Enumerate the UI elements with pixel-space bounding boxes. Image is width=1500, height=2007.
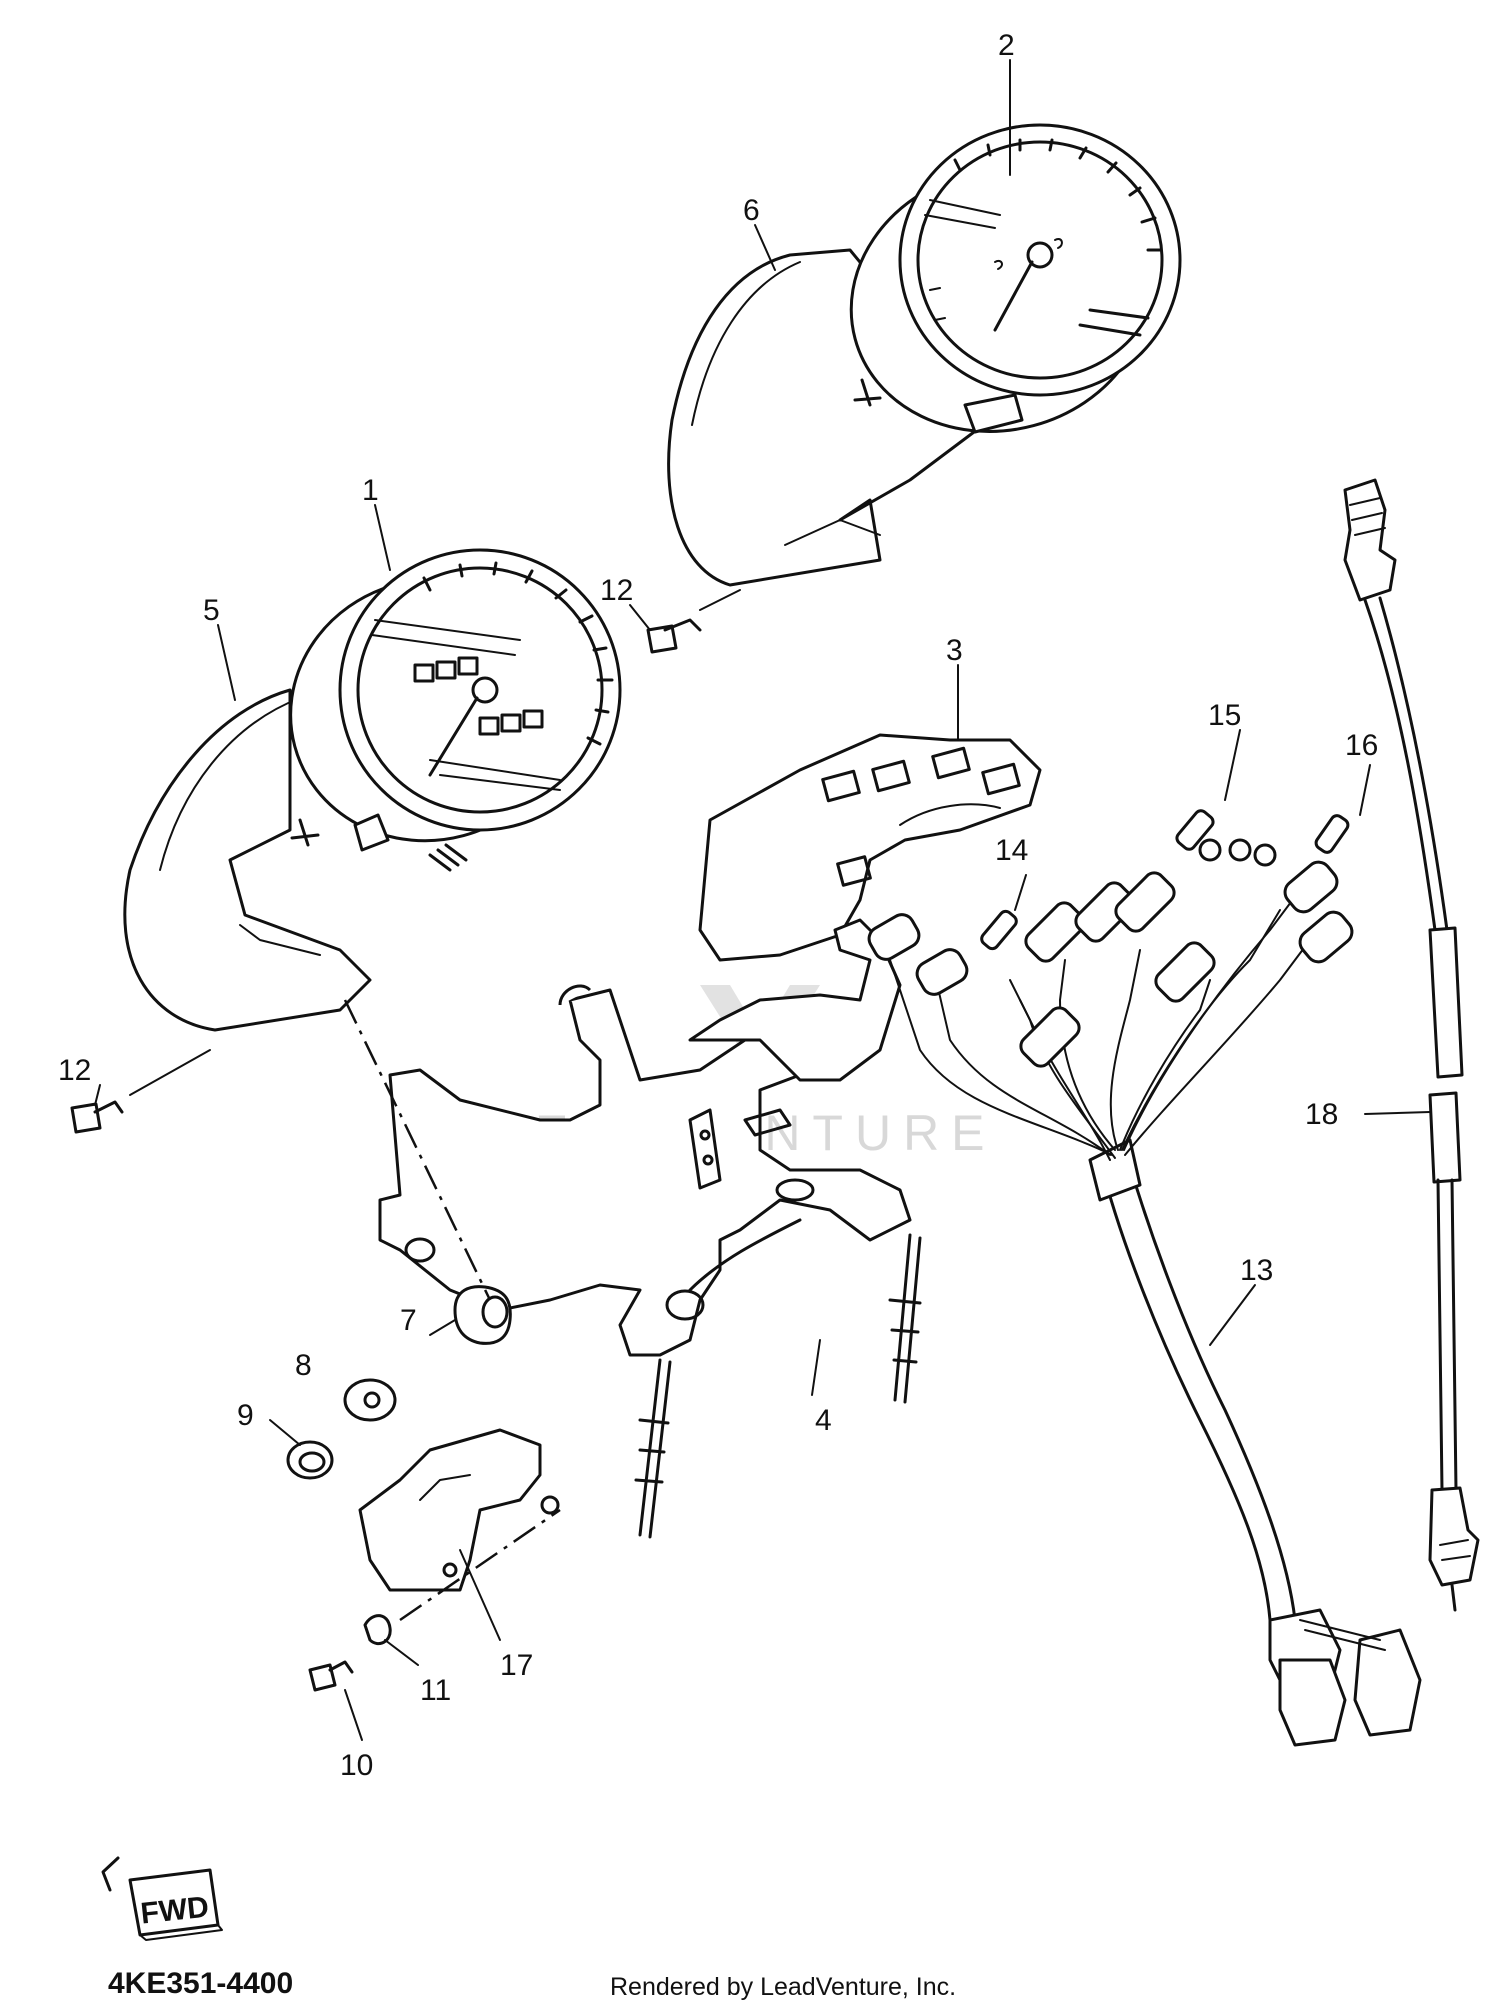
bracket-slot-plate	[688, 1108, 792, 1190]
leader-lines	[94, 59, 1431, 1741]
fwd-label: FWD	[139, 1891, 210, 1931]
diagram-code: 4KE351-4400	[108, 1967, 293, 2000]
callout-6: 6	[743, 194, 760, 227]
callout-12-lower: 12	[58, 1054, 91, 1087]
part-13-harness	[867, 838, 1422, 1747]
callout-7: 7	[400, 1304, 417, 1337]
speedo-odometer	[413, 656, 544, 736]
callout-13: 13	[1240, 1254, 1273, 1287]
callout-15: 16	[1345, 729, 1378, 762]
callout-17: 17	[500, 1649, 533, 1682]
part-12-screw-lower	[70, 1100, 124, 1134]
part-2-tachometer	[849, 123, 1182, 434]
callout-5: 5	[203, 594, 220, 627]
part-4-bracket	[378, 918, 922, 1539]
part-17-plate	[358, 1428, 560, 1592]
callout-14: 14	[995, 834, 1028, 867]
part-15-bulb	[1314, 814, 1350, 854]
part-3-indicator-panel	[698, 733, 1042, 962]
part-12-screw-upper	[646, 618, 702, 654]
tach-ticks	[924, 138, 1162, 337]
callout-2: 2	[998, 29, 1015, 62]
part-5-speedo-cover	[123, 688, 372, 1032]
part-16-bulb	[1175, 809, 1215, 851]
callout-18: 18	[1305, 1098, 1338, 1131]
callout-1: 1	[362, 474, 379, 507]
part-14-bulb	[980, 909, 1018, 951]
harness-sockets	[867, 838, 1354, 1068]
part-7-grommet	[453, 1285, 512, 1345]
callout-11: 11	[420, 1674, 451, 1707]
part-8-collar	[343, 1378, 397, 1422]
part-1-speedometer	[289, 548, 622, 872]
callout-9: 9	[237, 1399, 254, 1432]
callout-4: 4	[815, 1404, 832, 1437]
callout-12-upper: 12	[600, 574, 633, 607]
part-10-screw	[308, 1660, 354, 1692]
fwd-arrow: FWD	[101, 1856, 223, 1941]
harness-connectors	[1268, 1608, 1422, 1747]
speedo-ticks	[371, 561, 614, 791]
credit-text: Rendered by LeadVenture, Inc.	[610, 1973, 956, 2001]
part-11-washer	[363, 1614, 392, 1645]
callout-16: 15	[1208, 699, 1241, 732]
callout-3: 3	[946, 634, 963, 667]
callout-8: 8	[295, 1349, 312, 1382]
part-9-washer	[286, 1440, 334, 1480]
callout-10: 10	[340, 1749, 373, 1782]
callout-labels: 2 6 1 5 3 12 12 15 14 16 18 13 4 7 8 9 1…	[58, 29, 1378, 1782]
part-18-cable	[1343, 478, 1480, 1612]
